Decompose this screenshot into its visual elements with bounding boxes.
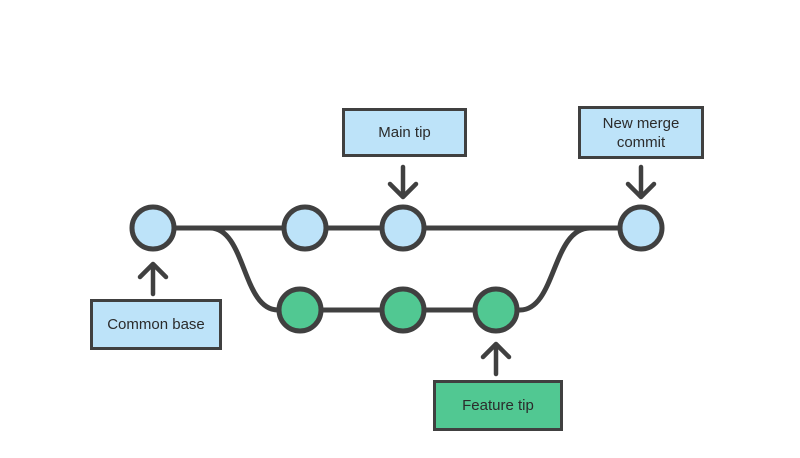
new-merge-commit-node <box>617 204 665 252</box>
common-base-arrow-up-icon <box>137 261 169 297</box>
new-merge-commit-arrow-down-icon <box>625 164 657 200</box>
common-base-callout: Common base <box>90 299 222 350</box>
feature-tip-callout: Feature tip <box>433 380 563 431</box>
feature-branch-line <box>209 225 622 313</box>
feature-commit-node-1 <box>276 286 324 334</box>
main-tip-arrow-down-icon <box>387 164 419 200</box>
main-commit-node-2 <box>281 204 329 252</box>
new-merge-commit-callout: New merge commit <box>578 106 704 159</box>
common-base-node <box>129 204 177 252</box>
feature-tip-label: Feature tip <box>462 397 534 414</box>
feature-tip-arrow-up-icon <box>480 341 512 377</box>
main-tip-callout: Main tip <box>342 108 467 157</box>
main-tip-label: Main tip <box>378 124 431 141</box>
feature-commit-node-2 <box>379 286 427 334</box>
main-tip-node <box>379 204 427 252</box>
new-merge-commit-label: New merge commit <box>602 114 680 151</box>
common-base-label: Common base <box>107 316 205 333</box>
feature-tip-node <box>472 286 520 334</box>
